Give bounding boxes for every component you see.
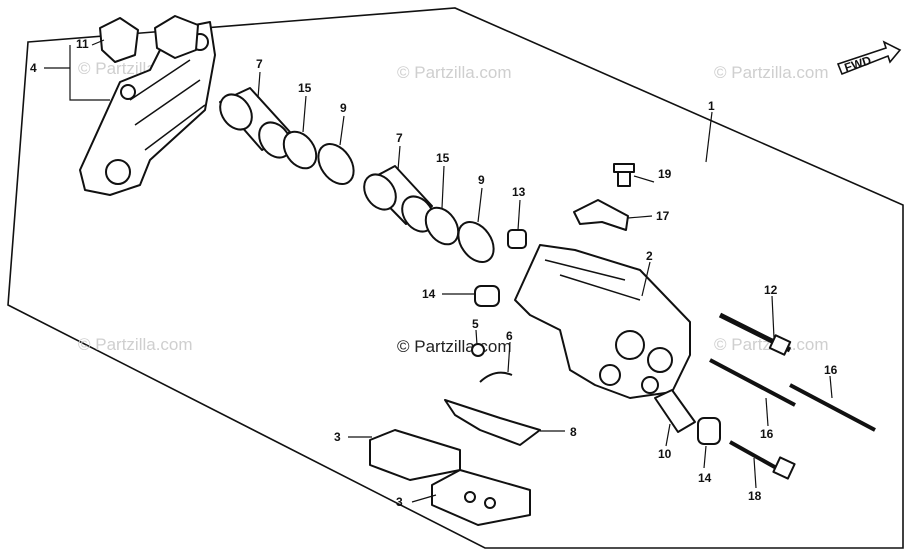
pad-clip — [479, 371, 513, 383]
callout-15b: 15 — [436, 151, 450, 165]
watermark-2: © Partzilla.com — [397, 63, 512, 82]
watermark-3: © Partzilla.com — [714, 63, 829, 82]
callout-3b: 3 — [396, 495, 403, 509]
pin-boot-lower — [697, 417, 721, 445]
callout-numbers: 4 11 7 15 9 7 15 9 13 1 19 17 2 14 5 6 1… — [30, 37, 838, 509]
mounting-bolt — [729, 440, 796, 480]
callout-16a: 16 — [824, 363, 838, 377]
fwd-label: FWD — [843, 53, 874, 75]
callout-2: 2 — [646, 249, 653, 263]
caliper-bracket — [79, 21, 216, 196]
callout-16b: 16 — [760, 427, 774, 441]
callout-10: 10 — [658, 447, 672, 461]
callout-12: 12 — [764, 283, 778, 297]
callout-11: 11 — [76, 37, 89, 51]
pad-pin-plug — [613, 163, 635, 187]
dust-seal-lower — [424, 206, 460, 246]
pad-shim — [444, 399, 541, 446]
bleeder-cap — [471, 343, 485, 357]
callout-17: 17 — [656, 209, 670, 223]
callout-14b: 14 — [698, 471, 712, 485]
callout-15a: 15 — [298, 81, 312, 95]
pad-pin-1 — [709, 358, 796, 407]
caliper-body — [514, 244, 691, 399]
callout-6: 6 — [506, 329, 513, 343]
pin-boot-upper — [474, 285, 500, 307]
callout-9a: 9 — [340, 101, 347, 115]
pad-pin-2 — [789, 383, 876, 432]
callout-7a: 7 — [256, 57, 263, 71]
callout-13: 13 — [512, 185, 526, 199]
brake-pad-lower — [431, 469, 531, 526]
dust-seal-upper — [282, 130, 318, 170]
callout-19: 19 — [658, 167, 672, 181]
callout-18: 18 — [748, 489, 762, 503]
callout-4: 4 — [30, 61, 37, 75]
pad-spring — [573, 199, 629, 231]
callout-7b: 7 — [396, 131, 403, 145]
slide-pin — [718, 312, 792, 356]
piston-seal-lower — [457, 221, 495, 263]
callout-8: 8 — [570, 425, 577, 439]
watermark-4: © Partzilla.com — [78, 335, 193, 354]
callout-9b: 9 — [478, 173, 485, 187]
callout-14a: 14 — [422, 287, 436, 301]
assembly-frame — [7, 7, 904, 549]
leader-lines — [44, 39, 833, 503]
pad-retainer — [99, 15, 199, 63]
callout-5: 5 — [472, 317, 479, 331]
bleed-cap — [507, 229, 527, 249]
watermark-center: © Partzilla.com — [397, 337, 512, 356]
fwd-arrow-icon — [836, 40, 902, 76]
sleeve — [654, 389, 696, 433]
piston-seal-upper — [317, 143, 355, 185]
brake-pad-upper — [369, 429, 461, 481]
callout-3a: 3 — [334, 430, 341, 444]
callout-1: 1 — [708, 99, 715, 113]
